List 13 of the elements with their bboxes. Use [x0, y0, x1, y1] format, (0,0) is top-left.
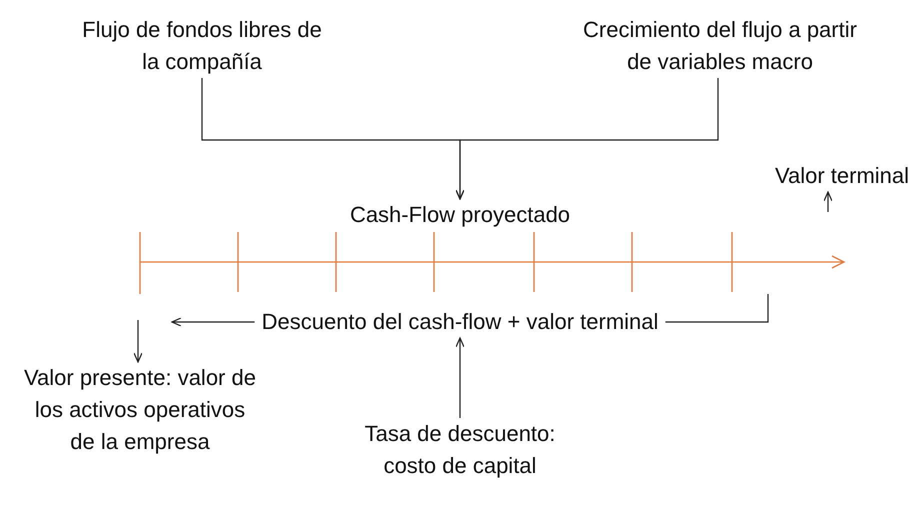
text-label: Descuento del cash-flow + valor terminal: [262, 306, 658, 338]
arrow: [171, 317, 255, 327]
text-label: Tasa de descuento: costo de capital: [345, 418, 575, 482]
text-label: Valor presente: valor de los activos operativos de la empresa: [20, 362, 260, 490]
text-label: Flujo de fondos libres de la compañía: [77, 14, 327, 78]
arrow: [823, 191, 833, 212]
text-label: Crecimiento del flujo a partir de variables macro: [572, 14, 868, 78]
arrow: [455, 78, 719, 200]
text-label: Valor terminal: [766, 160, 918, 192]
arrow: [455, 337, 465, 418]
arrow: [133, 320, 143, 363]
connector-line: [665, 294, 769, 323]
text-label: Cash-Flow proyectado: [310, 199, 610, 231]
